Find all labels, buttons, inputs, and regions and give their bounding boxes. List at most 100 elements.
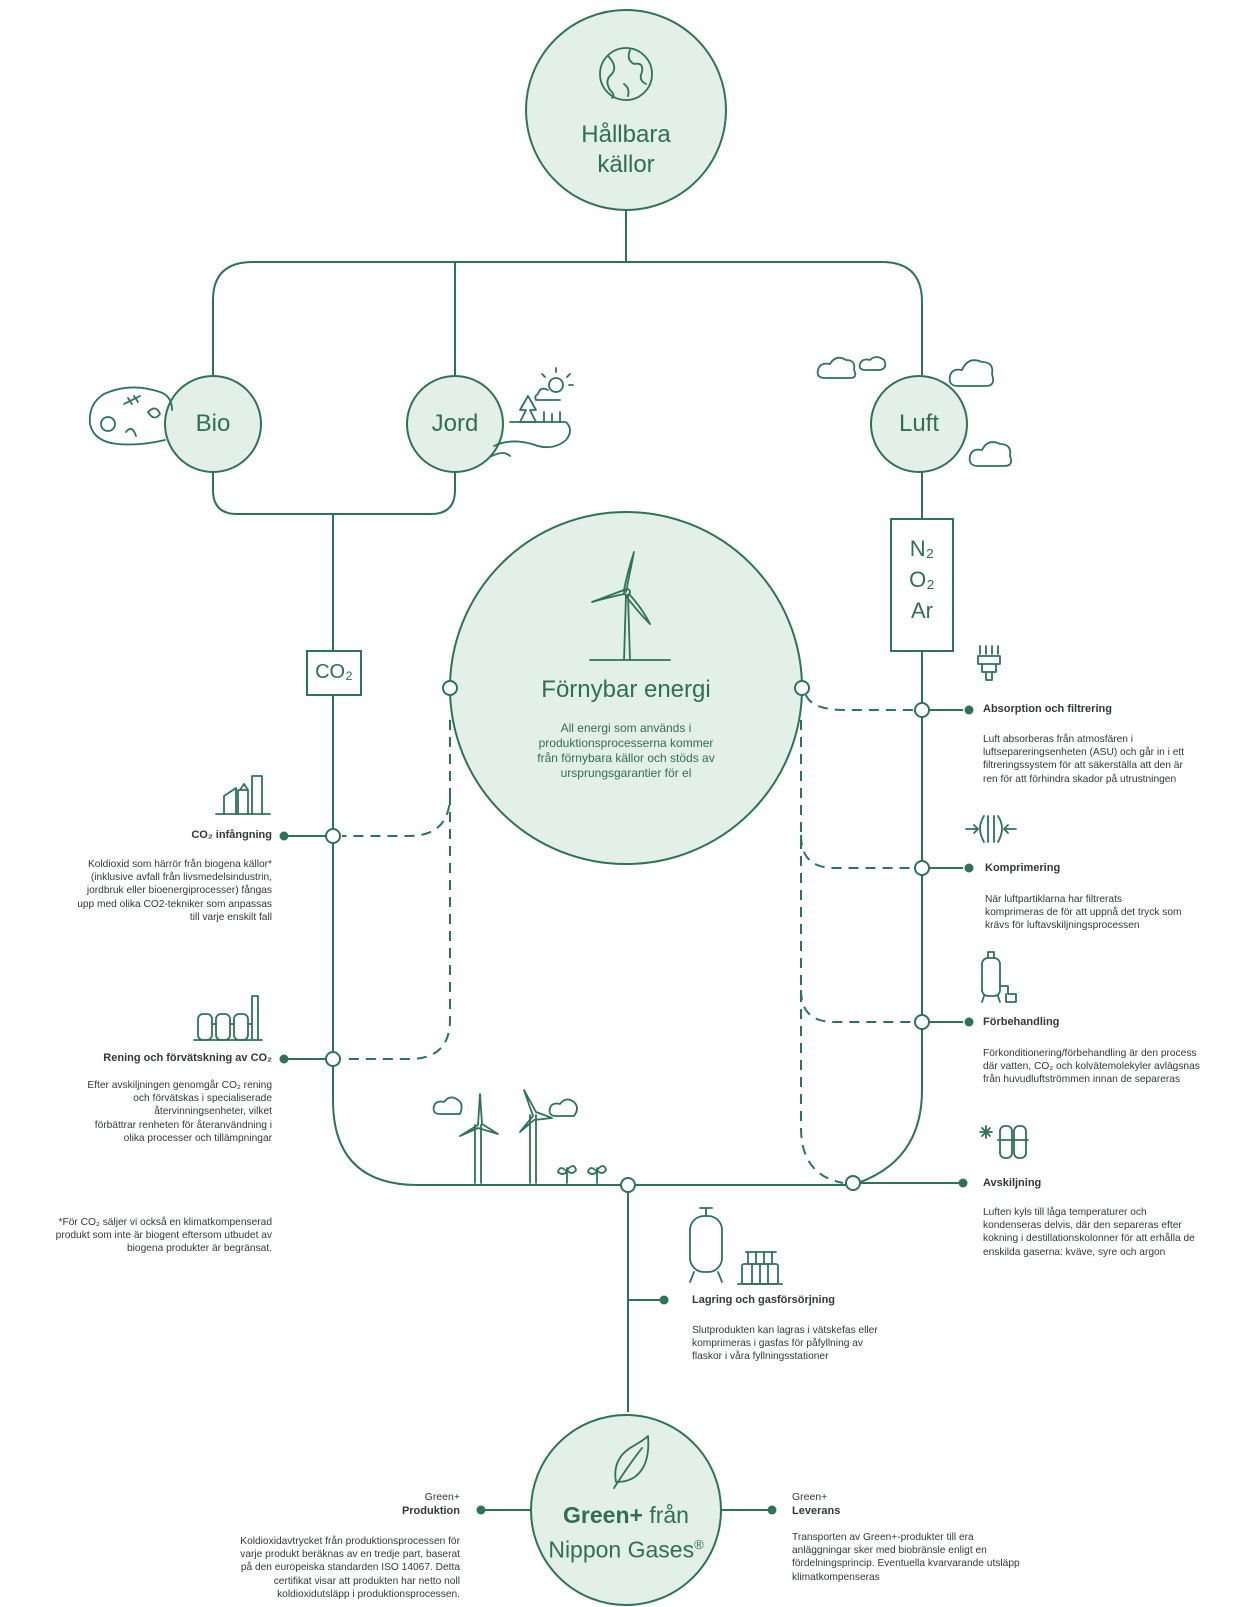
dashed-link-komprimering xyxy=(800,834,913,869)
absorption-desc-line-3: filtreringssystem för att säkerställa at… xyxy=(983,760,1183,772)
junction-energy-right xyxy=(794,680,810,696)
dashed-link-absorption xyxy=(805,694,913,711)
renewable-energy-title: Förnybar energi xyxy=(541,676,711,703)
separation-desc-line-3: kokning i destillationskolonner för att … xyxy=(983,1233,1195,1245)
green-plus-line1: Green+ från xyxy=(531,1500,721,1530)
delivery-label: Green+ Leverans xyxy=(792,1490,840,1518)
junction-komprimering xyxy=(914,860,930,876)
pretreatment-title: Förbehandling xyxy=(983,1016,1060,1028)
ar-label: Ar xyxy=(911,598,933,623)
dashed-link-rening xyxy=(342,795,451,1060)
pretreatment-desc-line-2: där vatten, CO₂ och kolvätemolekyler avl… xyxy=(983,1061,1200,1073)
dashed-link-forbehandling xyxy=(800,989,913,1023)
co2-capture-title: CO₂ infångning xyxy=(191,829,272,841)
junction-rening xyxy=(325,1051,341,1067)
separation-desc-line-2: kondenseras delvis, där den separeras ef… xyxy=(983,1220,1182,1232)
production-label-1: Green+ xyxy=(424,1491,460,1503)
compression-icon xyxy=(965,815,1017,843)
seedling-icon xyxy=(557,1165,607,1184)
line-co2-main xyxy=(332,695,855,1186)
separation-icon xyxy=(979,1125,1029,1159)
dot-co2-capture xyxy=(279,831,289,841)
separation-desc-line-4: enskilda gaserna: kväve, syre och argon xyxy=(983,1246,1166,1258)
co2-capture-desc-line-2: (inklusive avfall från livsmedelsindustr… xyxy=(90,872,272,884)
green-plus-title: Green+ från Nippon Gases® xyxy=(531,1500,721,1565)
junction-avskiljning xyxy=(845,1175,861,1191)
junction-bottom xyxy=(620,1177,636,1193)
compost-icon xyxy=(88,386,173,446)
center-desc-line-3: från förnybara källor och stöds av xyxy=(537,751,715,765)
co2-box-label: CO₂ xyxy=(315,661,353,683)
production-label: Green+ Produktion xyxy=(402,1490,460,1518)
footnote-line-1: *För CO₂ säljer vi också en klimatkompen… xyxy=(58,1217,272,1228)
co2-capture-description: Koldioxid som härrör från biogena källor… xyxy=(12,858,272,924)
co2-box xyxy=(306,650,362,696)
co2-purification-desc-line-3: återvinningsenheter, vilket xyxy=(154,1106,272,1118)
delivery-label-1: Green+ xyxy=(792,1491,828,1503)
pretreatment-desc-line-3: från huvudluftströmmen innan de separera… xyxy=(983,1074,1181,1086)
delivery-desc-line-2: anläggningar sker med biobränsle enligt … xyxy=(792,1545,987,1557)
dot-forbehandling xyxy=(964,1017,974,1027)
storage-title: Lagring och gasförsörjning xyxy=(692,1294,836,1306)
sustainable-sources-line2: källor xyxy=(597,151,655,178)
separation-desc-line-1: Luften kyls till låga temperaturer och xyxy=(983,1207,1147,1218)
green-plus-circle xyxy=(530,1414,722,1606)
co2-capture-desc-line-4: upp med olika CO2-tekniker som anpassas xyxy=(77,898,272,910)
storage-description: Slutprodukten kan lagras i vätskefas ell… xyxy=(692,1324,932,1364)
pretreatment-description: Förkonditionering/förbehandling är den p… xyxy=(983,1047,1231,1087)
junction-absorption xyxy=(914,702,930,718)
pretreatment-desc-line-1: Förkonditionering/förbehandling är den p… xyxy=(983,1048,1197,1059)
delivery-desc-line-3: fördelningsprincip. Eventuella kvarvaran… xyxy=(792,1558,1020,1570)
globe-icon xyxy=(599,47,653,101)
absorption-title: Absorption och filtrering xyxy=(983,703,1112,715)
co2-capture-desc-line-3: jordbruk eller bioenergiprocesser) fånga… xyxy=(86,885,272,897)
co2-footnote: *För CO₂ säljer vi också en klimatkompen… xyxy=(2,1216,272,1256)
connector-bio-jord xyxy=(212,470,456,515)
luft-label: Luft xyxy=(898,410,940,437)
co2-purification-desc-line-4: förbättrar renheten för återanvändning i xyxy=(94,1119,272,1131)
absorption-desc-line-2: luftseparerin­gsenheten (ASU) och går in… xyxy=(983,747,1185,759)
center-desc-line-1: All energi som används i xyxy=(560,721,692,735)
dashed-link-avskiljning xyxy=(800,720,844,1184)
center-desc-line-2: produktionsprocesserna kommer xyxy=(538,736,714,750)
absorption-desc-line-1: Luft absorberas från atmosfären i xyxy=(983,734,1134,745)
production-desc-line-4: certifikat visar att produkten har netto… xyxy=(273,1575,460,1587)
renewable-energy-description: All energi som används i produktionsproc… xyxy=(476,721,776,781)
sustainable-sources-line1: Hållbara xyxy=(581,121,671,148)
compression-description: När luftpartiklarna har filtrerats kompr… xyxy=(985,893,1231,933)
purification-tanks-icon xyxy=(193,995,263,1041)
compression-desc-line-3: krävs för luftavskiljningsprocessen xyxy=(985,920,1140,932)
wind-turbine-icon xyxy=(589,551,671,661)
line-air-main xyxy=(857,651,923,1184)
leaf-icon xyxy=(613,1435,650,1489)
production-desc-line-3: på den europeiska standarden ISO 14067. … xyxy=(240,1562,460,1574)
delivery-description: Transporten av Green+-produkter till era… xyxy=(792,1531,1072,1584)
dot-delivery xyxy=(767,1505,777,1515)
connector-sources xyxy=(212,261,923,375)
dot-storage xyxy=(659,1295,669,1305)
junction-co2-capture xyxy=(325,828,341,844)
co2-purification-title: Rening och förvätskning av CO₂ xyxy=(103,1052,272,1064)
green-plus-from: från xyxy=(642,1502,689,1528)
n2-label: N₂ xyxy=(909,536,935,561)
production-label-2: Produktion xyxy=(401,1505,460,1517)
dashed-link-co2-capture xyxy=(342,720,451,837)
sustainable-sources-circle xyxy=(525,9,727,211)
junction-energy-left xyxy=(442,680,458,696)
absorption-description: Luft absorberas från atmosfären i luftse… xyxy=(983,733,1231,786)
bio-circle xyxy=(164,375,262,473)
luft-circle xyxy=(870,375,968,473)
co2-capture-factory-icon xyxy=(215,775,271,815)
sustainable-sources-title: Hållbara källor xyxy=(526,120,726,180)
dot-absorption xyxy=(964,705,974,715)
filter-icon xyxy=(977,645,1001,681)
storage-desc-line-2: komprimeras i gasfas för påfyllning av xyxy=(692,1338,863,1350)
separation-title: Avskiljning xyxy=(983,1177,1042,1189)
footnote-line-2: produkt som inte är biogent eftersom utb… xyxy=(55,1230,272,1242)
delivery-desc-line-1: Transporten av Green+-produkter till era xyxy=(792,1532,974,1543)
delivery-desc-line-4: klimatkompenseras xyxy=(792,1571,880,1583)
co2-capture-desc-line-5: till varje enskilt fall xyxy=(189,911,272,923)
o2-label: O₂ xyxy=(909,567,935,592)
nippon-gases-label: Nippon Gases xyxy=(548,1536,695,1563)
gas-cylinders-icon xyxy=(737,1251,783,1285)
